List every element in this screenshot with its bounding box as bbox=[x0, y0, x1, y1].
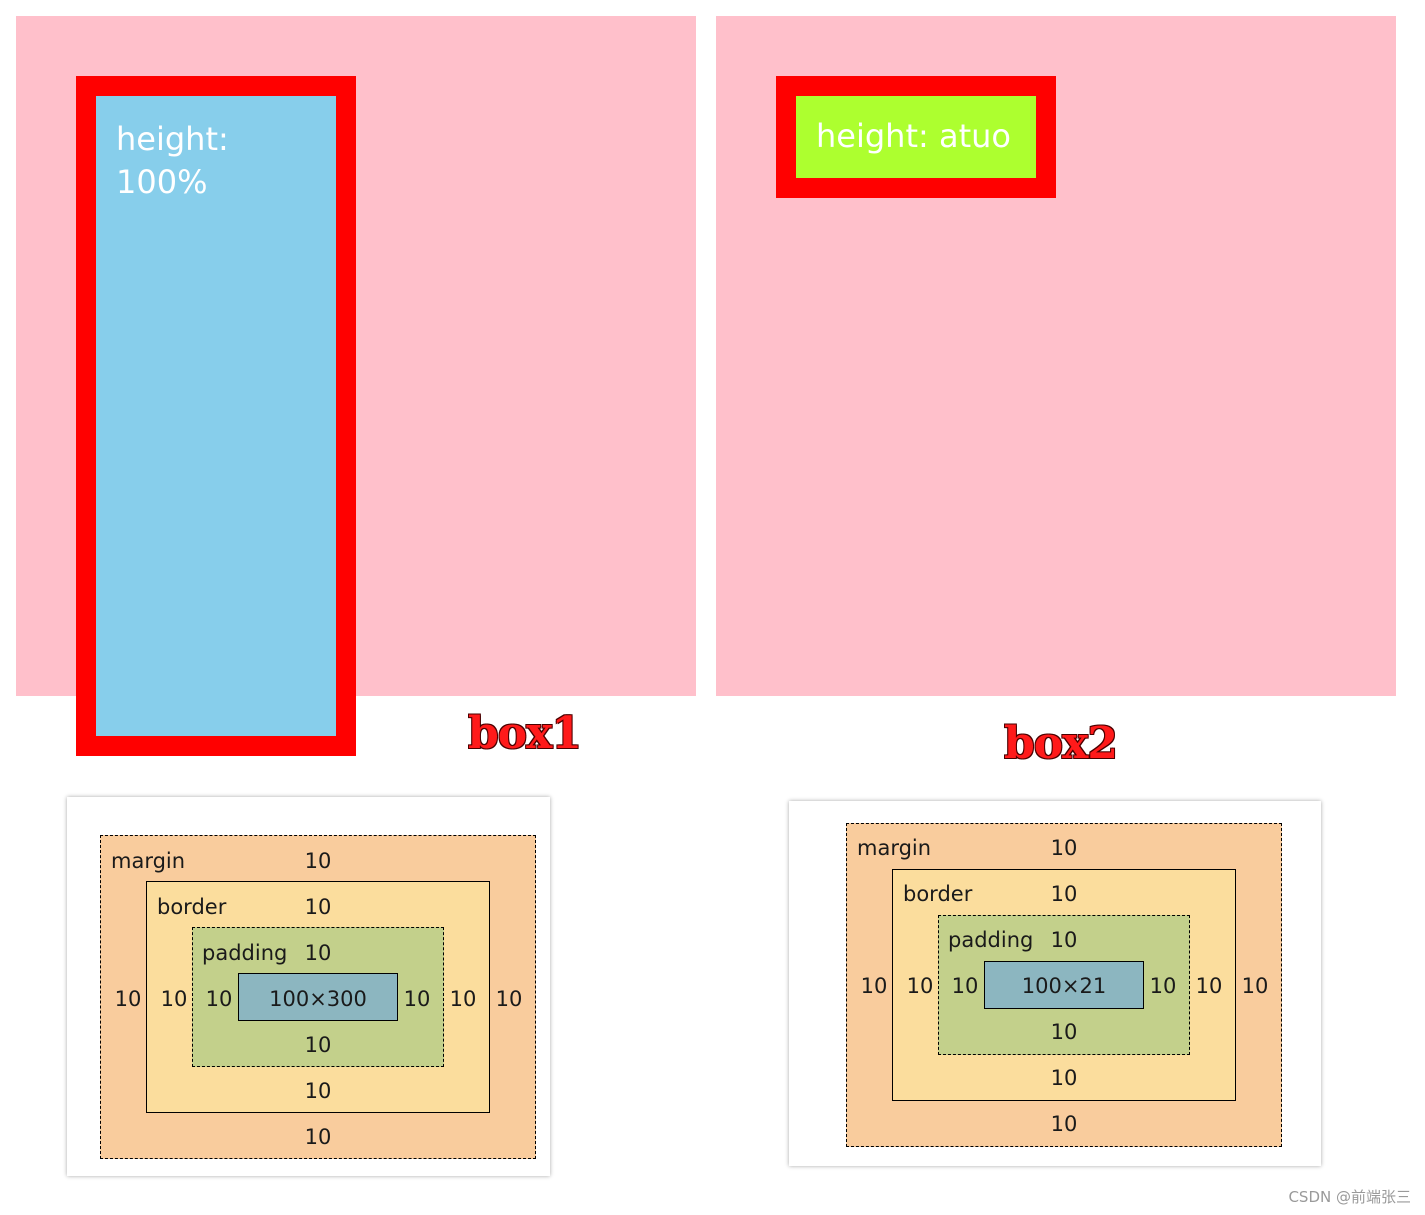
margin-bottom-value: 10 bbox=[304, 1125, 332, 1149]
content-layer bbox=[238, 973, 398, 1021]
padding-right-value: 10 bbox=[1149, 974, 1177, 998]
border-bottom-value: 10 bbox=[1050, 1066, 1078, 1090]
padding-top-value: 10 bbox=[304, 941, 332, 965]
box2-label: height: atuo bbox=[816, 117, 1011, 155]
margin-label: margin bbox=[111, 849, 186, 873]
border-right-value: 10 bbox=[449, 987, 477, 1011]
content-size: 100×300 bbox=[269, 987, 367, 1011]
box1-label-line1: height: bbox=[116, 120, 229, 158]
border-label: border bbox=[157, 895, 227, 919]
padding-left-value: 10 bbox=[951, 974, 979, 998]
padding-bottom-value: 10 bbox=[1050, 1020, 1078, 1044]
box1-label-line2: 100% bbox=[116, 163, 208, 201]
content-layer bbox=[984, 961, 1144, 1009]
margin-top-value: 10 bbox=[1050, 836, 1078, 860]
padding-label: padding bbox=[202, 941, 288, 965]
border-left-value: 10 bbox=[906, 974, 934, 998]
box2-content: height: atuo bbox=[796, 96, 1036, 178]
padding-top-value: 10 bbox=[1050, 928, 1078, 952]
padding-left-value: 10 bbox=[205, 987, 233, 1011]
margin-right-value: 10 bbox=[1241, 974, 1269, 998]
padding-label: padding bbox=[948, 928, 1034, 952]
border-right-value: 10 bbox=[1195, 974, 1223, 998]
box-model-panel-box1: margin border padding 10 10 10 100×300 1… bbox=[67, 797, 550, 1176]
padding-right-value: 10 bbox=[403, 987, 431, 1011]
border-left-value: 10 bbox=[160, 987, 188, 1011]
box1-content: height: 100% bbox=[96, 96, 336, 736]
margin-left-value: 10 bbox=[114, 987, 142, 1011]
margin-bottom-value: 10 bbox=[1050, 1112, 1078, 1136]
box2-border: height: atuo bbox=[776, 76, 1056, 198]
content-size: 100×21 bbox=[1021, 974, 1107, 998]
margin-left-value: 10 bbox=[860, 974, 888, 998]
box1-caption: box1 bbox=[468, 708, 582, 759]
margin-right-value: 10 bbox=[495, 987, 523, 1011]
watermark: CSDN @前端张三 bbox=[1288, 1188, 1411, 1206]
box1-border: height: 100% bbox=[76, 76, 356, 756]
border-top-value: 10 bbox=[304, 895, 332, 919]
border-bottom-value: 10 bbox=[304, 1079, 332, 1103]
box-model-panel-box2: margin border padding 10 10 10 100×21 10… bbox=[789, 801, 1321, 1166]
border-top-value: 10 bbox=[1050, 882, 1078, 906]
padding-bottom-value: 10 bbox=[304, 1033, 332, 1057]
margin-label: margin bbox=[857, 836, 932, 860]
margin-top-value: 10 bbox=[304, 849, 332, 873]
border-label: border bbox=[903, 882, 973, 906]
box2-caption: box2 bbox=[1004, 718, 1118, 769]
